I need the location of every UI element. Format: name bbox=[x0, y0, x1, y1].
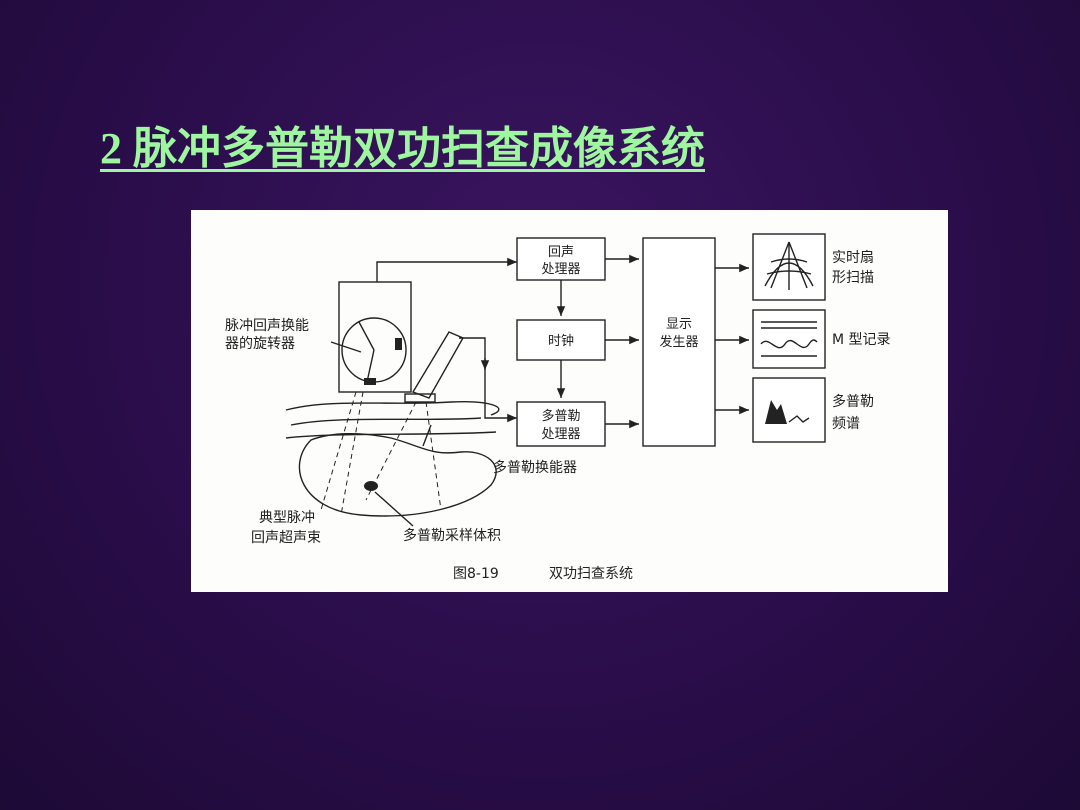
doppler-probe-face bbox=[404, 393, 436, 403]
doppler-processor-label-2: 处理器 bbox=[541, 427, 580, 442]
spectrum-label-1: 多普勒 bbox=[832, 393, 874, 410]
sector-label-2: 形扫描 bbox=[832, 270, 874, 286]
sector-line bbox=[770, 241, 790, 289]
doppler-beam bbox=[425, 401, 442, 511]
beam-line bbox=[320, 391, 357, 511]
sector-label-1: 实时扇 bbox=[832, 250, 874, 266]
clock-label: 时钟 bbox=[548, 333, 574, 349]
rotator-spoke bbox=[366, 349, 375, 383]
skin-surface bbox=[290, 417, 482, 426]
display-generator-label-2: 发生器 bbox=[659, 334, 698, 350]
sector-arc bbox=[766, 270, 812, 275]
m-mode-label: M 型记录 bbox=[832, 332, 891, 348]
doppler-signal-line bbox=[459, 337, 517, 423]
rotator-annotation-2: 器的旋转器 bbox=[225, 336, 295, 352]
duplex-scan-diagram: 回声 处理器 时钟 多普勒 处理器 显示 发生器 实时扇 形扫描 bbox=[191, 210, 948, 592]
rotator-annotation-1: 脉冲回声换能 bbox=[225, 317, 309, 334]
m-mode-wave bbox=[760, 339, 818, 349]
sector-arc bbox=[770, 258, 808, 263]
slide-title: 2 脉冲多普勒双功扫查成像系统 bbox=[100, 124, 705, 173]
rotator-leader bbox=[330, 341, 362, 353]
skin-surface bbox=[285, 400, 500, 416]
echo-signal-line bbox=[376, 257, 517, 282]
spectrum-display bbox=[752, 377, 826, 443]
transducer-element bbox=[364, 378, 376, 385]
beam-annotation-2: 回声超声束 bbox=[251, 530, 321, 546]
skin-surface bbox=[285, 431, 497, 439]
beam-line bbox=[340, 391, 364, 516]
doppler-transducer-annotation: 多普勒换能器 bbox=[493, 459, 577, 476]
sample-volume-leader bbox=[374, 491, 414, 527]
display-generator-block bbox=[642, 237, 716, 447]
sample-volume-annotation: 多普勒采样体积 bbox=[403, 527, 501, 544]
transducer-element bbox=[395, 338, 402, 350]
spectrum-tail bbox=[788, 415, 810, 423]
spectrum-peak bbox=[765, 400, 787, 424]
transducer-leader bbox=[422, 424, 432, 447]
figure-caption: 双功扫查系统 bbox=[549, 566, 633, 582]
rotator-housing bbox=[338, 281, 412, 393]
diagram-canvas: 回声 处理器 时钟 多普勒 处理器 显示 发生器 实时扇 形扫描 bbox=[225, 233, 891, 582]
vessel-outline bbox=[298, 433, 497, 517]
echo-processor-label-2: 处理器 bbox=[541, 262, 580, 277]
figure-number: 图8-19 bbox=[453, 566, 499, 582]
echo-processor-label-1: 回声 bbox=[548, 245, 574, 260]
sample-volume-marker bbox=[364, 481, 378, 491]
doppler-processor-block bbox=[516, 401, 606, 447]
spectrum-label-2: 频谱 bbox=[832, 416, 860, 432]
doppler-probe bbox=[411, 331, 464, 399]
doppler-processor-label-1: 多普勒 bbox=[541, 408, 580, 424]
m-mode-display bbox=[752, 309, 826, 369]
sector-line bbox=[788, 241, 808, 289]
display-generator-label-1: 显示 bbox=[666, 317, 692, 332]
beam-annotation-1: 典型脉冲 bbox=[259, 510, 315, 526]
rotator-spoke bbox=[358, 321, 375, 351]
